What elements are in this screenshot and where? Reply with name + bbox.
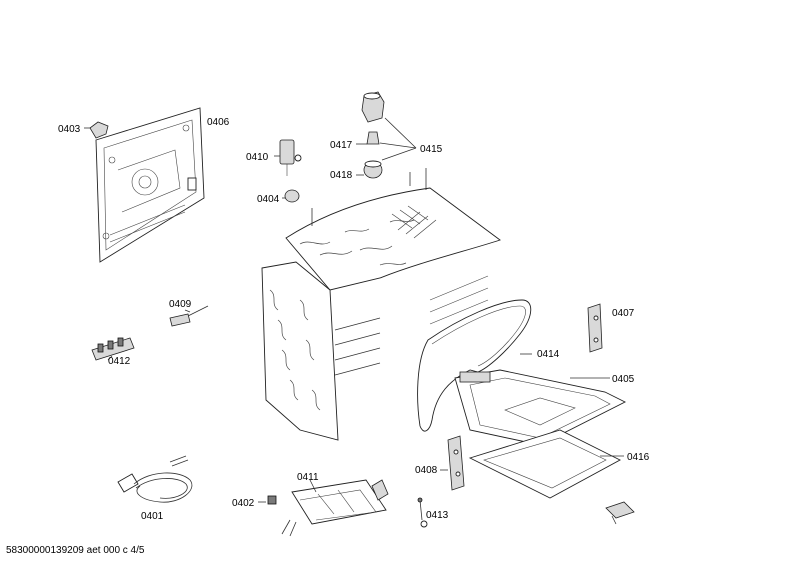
- label-0412: 0412: [108, 356, 131, 367]
- label-0410: 0410: [246, 152, 269, 163]
- label-0416: 0416: [627, 452, 650, 463]
- part-0414-ring-heater[interactable]: [417, 299, 532, 432]
- leader-0415-b: [379, 142, 417, 149]
- leader-0415-c: [381, 147, 417, 161]
- part-labels: 0401 0402 0403 0404 0405 0406 0407 0408 …: [58, 117, 650, 522]
- part-0408-front-bracket[interactable]: [440, 435, 465, 491]
- part-0411-bottom-heater[interactable]: [281, 479, 389, 537]
- part-0404-knob[interactable]: [282, 189, 300, 203]
- part-0416-clip[interactable]: [605, 501, 635, 525]
- oven-cavity[interactable]: [261, 168, 501, 441]
- footer-document-code: 58300000139209 aet 000 c 4/5: [6, 545, 145, 556]
- part-0416-drip-tray[interactable]: [468, 429, 624, 499]
- part-0403-clip[interactable]: [84, 121, 109, 139]
- part-0415-lamp-cover[interactable]: [361, 91, 385, 123]
- label-0401: 0401: [141, 511, 164, 522]
- part-0407-side-bracket[interactable]: [587, 303, 603, 353]
- part-0417-lamp-bulb[interactable]: [356, 131, 380, 145]
- label-0402: 0402: [232, 498, 255, 509]
- part-0413-sensor-wire[interactable]: [417, 497, 428, 528]
- leader-0415-a: [384, 117, 417, 149]
- part-0401-cable-harness[interactable]: [117, 455, 193, 503]
- part-0409-sensor[interactable]: [169, 305, 209, 327]
- label-0404: 0404: [257, 194, 280, 205]
- label-0407: 0407: [612, 308, 635, 319]
- label-0405: 0405: [612, 374, 635, 385]
- label-0411: 0411: [297, 472, 319, 483]
- part-0418-lamp-holder[interactable]: [356, 160, 383, 179]
- part-0406-back-panel[interactable]: [95, 107, 205, 263]
- label-0408: 0408: [415, 465, 438, 476]
- part-0410-thermostat[interactable]: [274, 139, 302, 176]
- label-0409: 0409: [169, 299, 192, 310]
- part-0412-terminal-block[interactable]: [91, 337, 135, 361]
- label-0413: 0413: [426, 510, 449, 521]
- label-0414: 0414: [537, 349, 560, 360]
- label-0406: 0406: [207, 117, 230, 128]
- part-0405-grill-heater[interactable]: [454, 369, 627, 446]
- label-0418: 0418: [330, 170, 353, 181]
- label-0415: 0415: [420, 144, 443, 155]
- part-0402-grommet[interactable]: [258, 495, 277, 505]
- label-0403: 0403: [58, 124, 81, 135]
- label-0417: 0417: [330, 140, 353, 151]
